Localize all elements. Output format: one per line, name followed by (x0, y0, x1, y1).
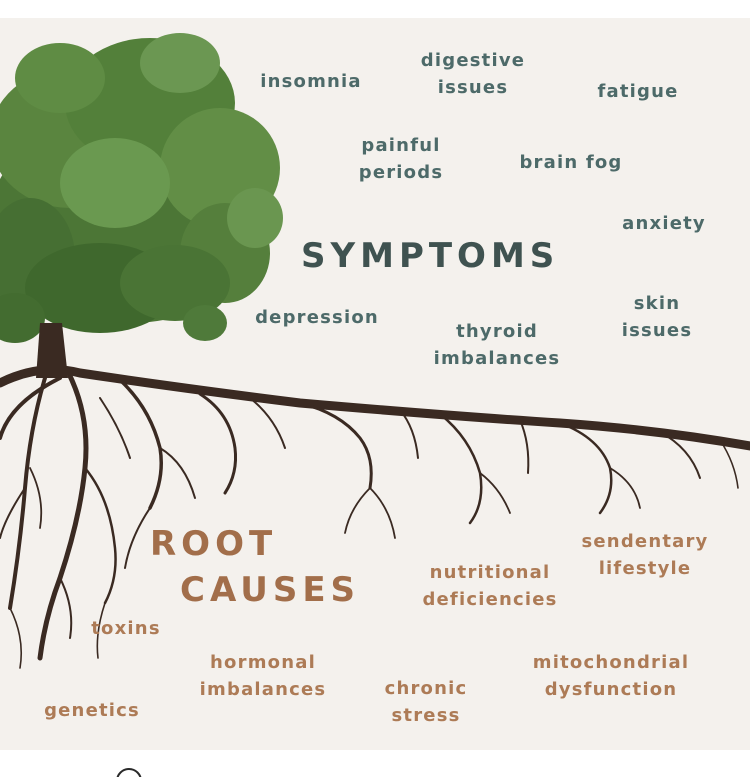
symptom-fatigue: fatigue (597, 81, 679, 102)
symptoms-heading: SYMPTOMS (301, 236, 560, 276)
root-causes-heading-line2: CAUSES (180, 570, 361, 610)
symptom-painful-periods: painful periods (358, 135, 444, 183)
cause-chronic-stress: chronic stress (384, 678, 468, 726)
symptom-digestive-issues: digestive issues (420, 50, 526, 98)
cause-mitochondrial-dysfunction: mitochondrial dysfunction (532, 652, 690, 700)
home-circle-icon[interactable] (116, 768, 142, 777)
symptom-skin-issues: skin issues (621, 293, 693, 341)
symptom-depression: depression (255, 307, 379, 328)
tree-roots (0, 365, 750, 669)
tree-trunk (36, 323, 68, 378)
cause-genetics: genetics (44, 700, 140, 721)
cause-toxins: toxins (91, 618, 161, 639)
symptom-brain-fog: brain fog (519, 152, 623, 173)
symptom-anxiety: anxiety (622, 213, 706, 234)
cause-sendentary-lifestyle: sendentary lifestyle (581, 531, 709, 579)
tree-foliage (0, 33, 283, 343)
symptom-thyroid-imbalances: thyroid imbalances (433, 321, 561, 369)
symptom-insomnia: insomnia (260, 71, 362, 92)
infographic-poster: insomnia digestive issues fatigue painfu… (0, 18, 750, 750)
root-causes-heading-line1: ROOT (150, 524, 278, 564)
cause-nutritional-deficiencies: nutritional deficiencies (422, 562, 558, 610)
tree-illustration (0, 33, 750, 669)
cause-hormonal-imbalances: hormonal imbalances (199, 652, 327, 700)
